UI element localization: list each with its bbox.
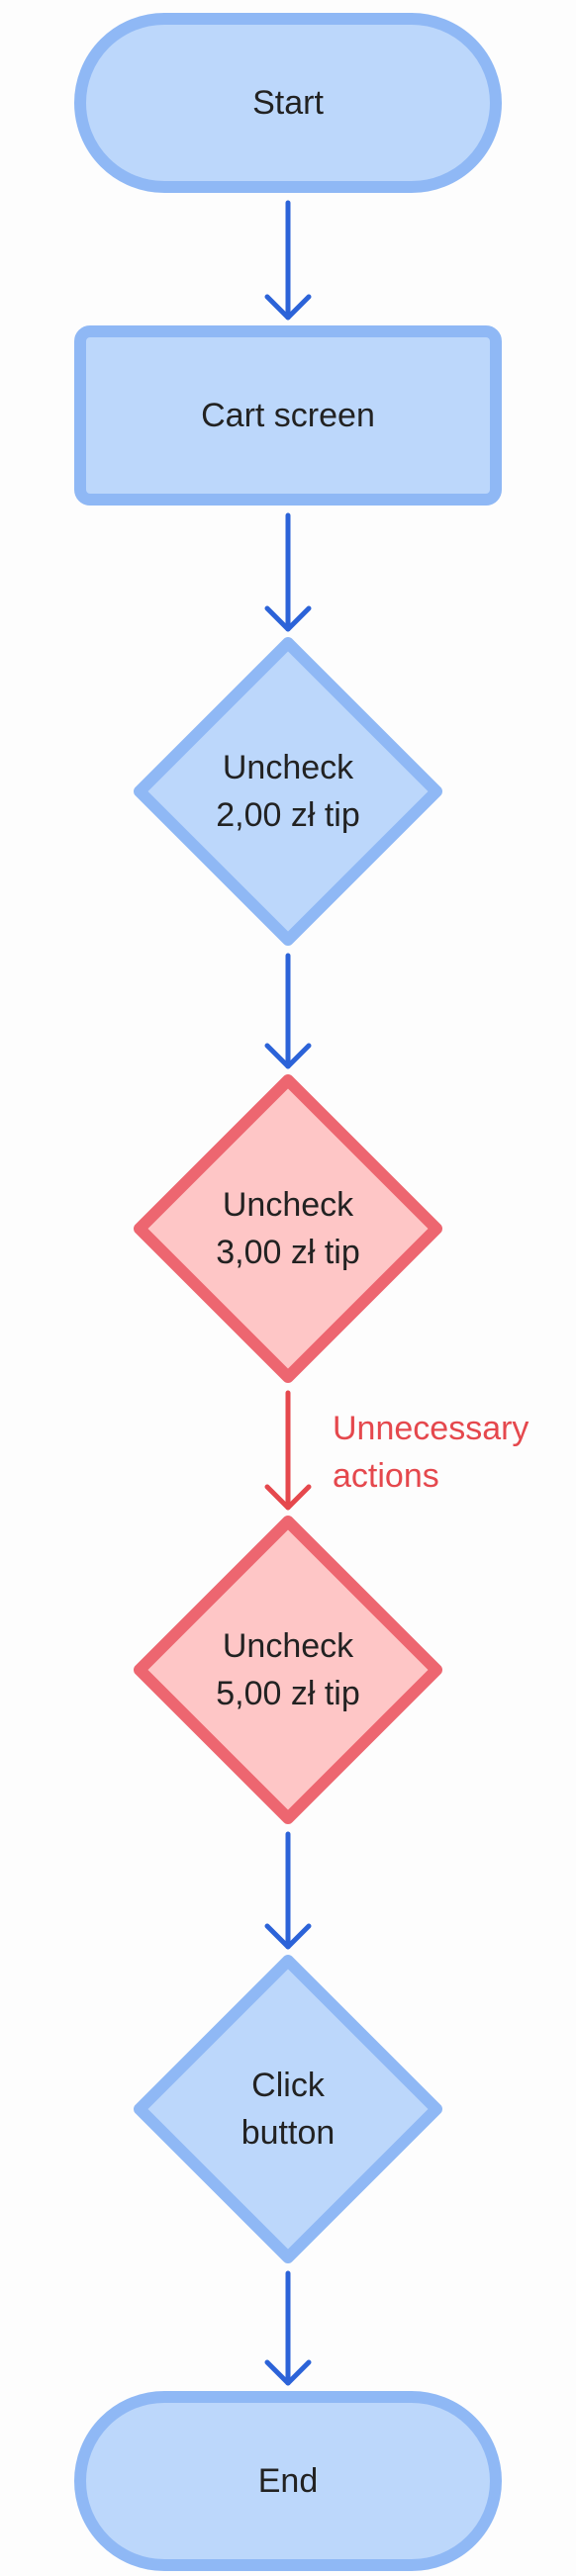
start-node-label: Start [252,84,324,122]
arrow-click-button-to-end [264,2270,312,2386]
uncheck-5-node-label: Uncheck 5,00 zł tip [216,1627,360,1712]
cart-screen-node-label: Cart screen [201,397,375,434]
start-node-shape [74,13,502,193]
cart-screen-node-shape [74,325,502,506]
uncheck-5-node-shape [134,1516,442,1824]
arrow-cart-screen-to-uncheck-2 [264,512,312,632]
end-node-shape [74,2391,502,2571]
edge-annotation: Unnecessary actions [333,1410,529,1495]
arrow-uncheck-3-to-uncheck-5 [264,1390,312,1511]
arrow-uncheck-2-to-uncheck-3 [264,953,312,1069]
click-button-node-label: Click button [240,2067,336,2152]
uncheck-3-node-label: Uncheck 3,00 zł tip [216,1186,360,1271]
uncheck-2-node-shape [134,637,442,946]
arrow-uncheck-5-to-click-button [264,1831,312,1950]
uncheck-2-node-label: Uncheck 2,00 zł tip [216,749,360,834]
arrow-start-to-cart-screen [264,200,312,321]
click-button-node-shape [134,1955,442,2263]
uncheck-3-node-shape [134,1074,442,1383]
end-node-label: End [257,2462,319,2500]
